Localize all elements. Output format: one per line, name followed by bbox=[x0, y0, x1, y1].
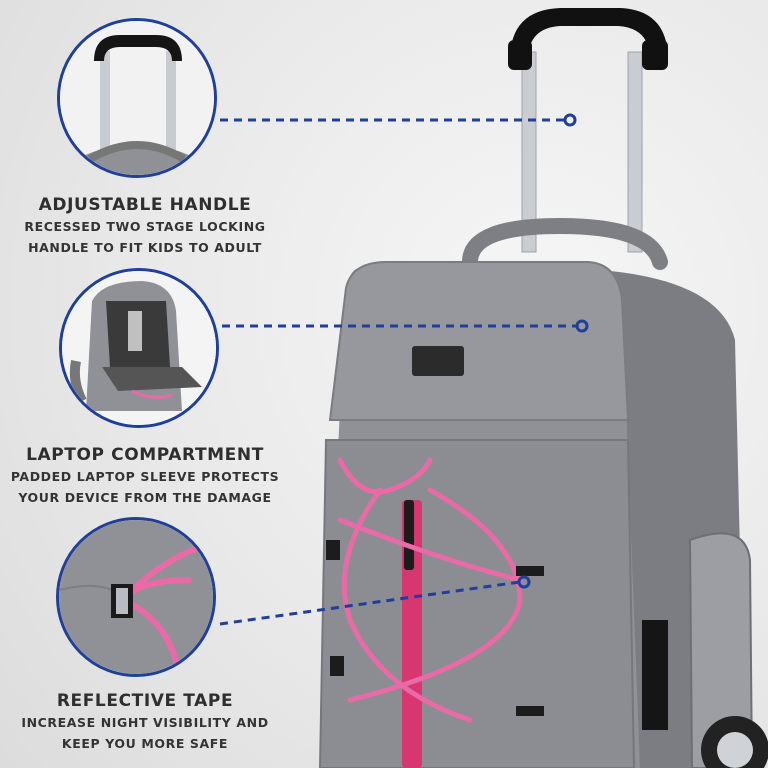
reflective-tab-2 bbox=[516, 706, 544, 716]
feature-description-line: Increase night visibility and bbox=[21, 715, 269, 730]
wheel-hub bbox=[717, 732, 753, 768]
bag-top-lid bbox=[328, 261, 630, 421]
feature-title: Adjustable Handle bbox=[38, 195, 252, 215]
reflective-tab-1 bbox=[516, 566, 544, 576]
feature-description-line: your device from the damage bbox=[18, 490, 272, 505]
reflective-tab-4 bbox=[330, 656, 344, 676]
handle-pole-right bbox=[627, 51, 643, 253]
handle-closeup-image bbox=[60, 21, 214, 175]
laptop-detail-circle bbox=[59, 268, 219, 428]
handle-grip bbox=[510, 8, 668, 60]
feature-description-line: Recessed two stage locking bbox=[24, 219, 266, 234]
carry-handle bbox=[462, 217, 668, 270]
feature-title: Laptop Compartment bbox=[26, 445, 264, 465]
side-mesh-pocket bbox=[688, 532, 754, 768]
reflective-tape-closeup-image bbox=[59, 520, 213, 674]
reflective-tab-3 bbox=[326, 540, 340, 560]
feature-description-line: handle to fit kids to adult bbox=[28, 240, 262, 255]
callout-dot-handle bbox=[563, 113, 577, 127]
callout-line-reflective bbox=[219, 580, 521, 626]
handle-grip-left bbox=[508, 40, 532, 70]
callout-dot-reflective bbox=[517, 575, 531, 589]
feature-description-line: keep you more safe bbox=[61, 736, 229, 751]
logo-patch bbox=[412, 346, 464, 376]
feature-reflective-tape: Reflective Tape Increase night visibilit… bbox=[0, 690, 290, 754]
zipper-pull bbox=[404, 500, 414, 570]
callout-dot-laptop bbox=[575, 319, 589, 333]
bungee-cord bbox=[337, 457, 523, 723]
reflective-tape-detail-circle bbox=[56, 517, 216, 677]
handle-grip-right bbox=[642, 40, 668, 70]
feature-description-line: Padded laptop sleeve protects bbox=[10, 469, 280, 484]
feature-laptop-compartment: Laptop Compartment Padded laptop sleeve … bbox=[0, 444, 290, 508]
feature-title: Reflective Tape bbox=[56, 691, 234, 711]
handle-detail-circle bbox=[57, 18, 217, 178]
laptop-compartment-closeup-image bbox=[62, 271, 216, 425]
feature-adjustable-handle: Adjustable Handle Recessed two stage loc… bbox=[0, 194, 290, 258]
side-brand-strip bbox=[642, 620, 668, 730]
